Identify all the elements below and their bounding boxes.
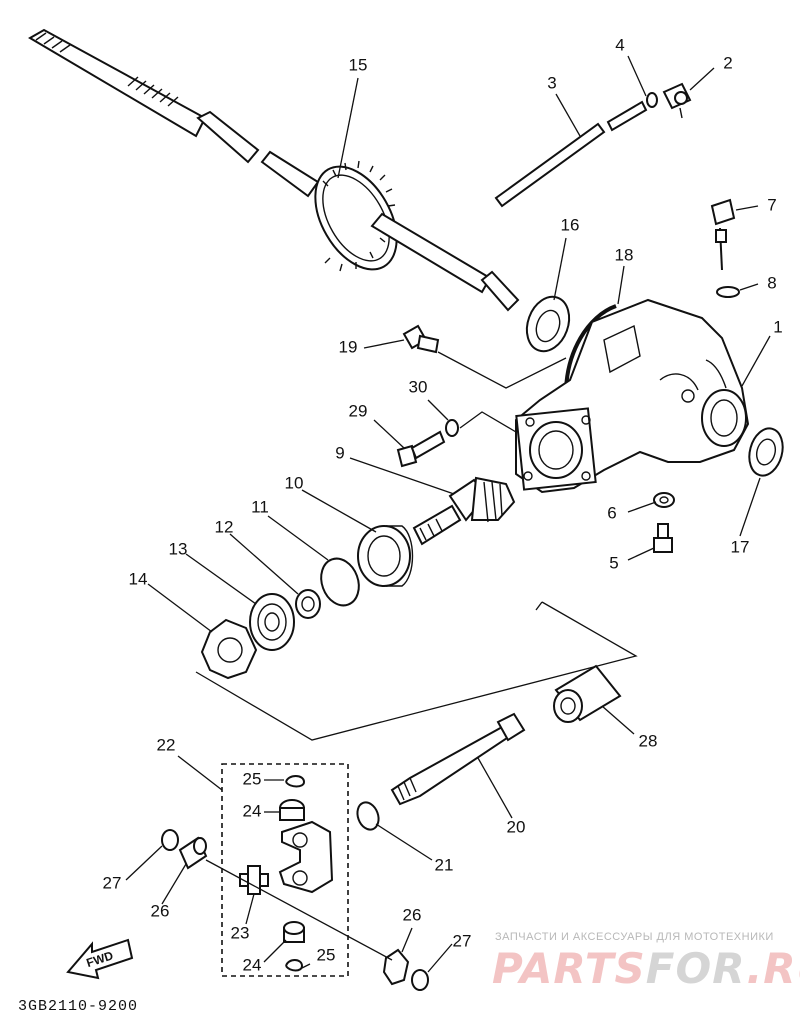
bearing-housing-10	[357, 525, 414, 587]
retainer-nut-14	[200, 618, 258, 680]
callout-27-left: 27	[103, 873, 122, 892]
callout-22: 22	[157, 735, 176, 754]
callout-11: 11	[251, 497, 269, 516]
diagram-code: 3GB2110-9200	[18, 998, 139, 1015]
assembly-outline	[195, 601, 638, 741]
callout-25-bottom: 25	[317, 945, 336, 964]
bearing-13	[249, 593, 295, 651]
collar-12	[295, 589, 321, 619]
callout-8: 8	[767, 273, 776, 292]
watermark-logo-part2: FOR	[645, 944, 747, 993]
callout-19: 19	[339, 337, 358, 356]
callout-12: 12	[215, 517, 234, 536]
callout-13: 13	[169, 539, 188, 558]
drive-pinion-gear	[412, 476, 516, 546]
gasket-6	[653, 492, 675, 508]
o-ring-11	[320, 557, 360, 607]
rear-axle-shaft	[28, 28, 520, 312]
callout-3: 3	[547, 73, 556, 92]
hose-clip	[646, 92, 658, 108]
circlip-18	[564, 304, 617, 395]
callout-27-right: 27	[453, 931, 472, 950]
drain-plug-5	[653, 523, 673, 553]
bearing-cup-24-bottom	[283, 921, 305, 943]
callout-7: 7	[767, 195, 776, 214]
circlip-25-top	[285, 775, 306, 788]
oil-seal-17	[748, 427, 784, 477]
callout-4: 4	[615, 35, 624, 54]
callout-30: 30	[409, 377, 428, 396]
fwd-arrow-icon: FWD	[66, 938, 134, 980]
callout-25-top: 25	[243, 769, 262, 788]
callout-10: 10	[285, 473, 304, 492]
leader-lines	[125, 55, 771, 973]
callout-24-top: 24	[243, 801, 262, 820]
breather-joint	[662, 82, 692, 119]
yoke	[278, 820, 334, 894]
breather-hose	[494, 100, 648, 208]
washer-30	[445, 419, 459, 437]
callout-17: 17	[731, 537, 750, 556]
o-ring	[716, 286, 740, 298]
cap-26-left	[178, 836, 208, 870]
callout-24-bottom: 24	[243, 955, 262, 974]
callout-18: 18	[615, 245, 634, 264]
callout-2: 2	[723, 53, 732, 72]
oil-seal-16	[525, 295, 571, 353]
circlip-25-bottom	[285, 959, 304, 972]
watermark-logo-part3: .RU	[746, 944, 800, 993]
callout-1: 1	[773, 317, 782, 336]
callout-6: 6	[607, 503, 616, 522]
cap-26-right	[382, 948, 410, 986]
universal-joint-set-box	[221, 763, 349, 977]
final-gear-case	[515, 298, 750, 494]
callout-14: 14	[129, 569, 148, 588]
coupling-28	[553, 664, 622, 723]
washer-27-left	[161, 829, 179, 851]
callout-29: 29	[349, 401, 368, 420]
callout-5: 5	[609, 553, 618, 572]
watermark-logo-part1: PARTS	[492, 944, 646, 993]
watermark-logo: PARTSFOR.RU	[492, 944, 800, 993]
callout-16: 16	[561, 215, 580, 234]
callout-20: 20	[507, 817, 526, 836]
circlip-21	[356, 801, 380, 831]
callout-21: 21	[435, 855, 454, 874]
bearing-cup-24-top	[279, 799, 305, 821]
drive-shaft-20	[390, 712, 526, 806]
callout-28: 28	[639, 731, 658, 750]
callout-numbers: 1 2 3 4 5 6 7 8 9 10 11 12 13 14 15 16 1…	[103, 35, 783, 974]
breather-bolt	[710, 198, 736, 271]
bolt-19	[402, 324, 440, 354]
washer-27-right	[411, 969, 429, 991]
bolt-29	[396, 430, 446, 468]
callout-9: 9	[335, 443, 344, 462]
callout-26-left: 26	[151, 901, 170, 920]
callout-26-right: 26	[403, 905, 422, 924]
callout-23: 23	[231, 923, 250, 942]
watermark-tagline: ЗАПЧАСТИ И АКСЕССУАРЫ ДЛЯ МОТОТЕХНИКИ	[495, 931, 774, 943]
callout-15: 15	[349, 55, 368, 74]
